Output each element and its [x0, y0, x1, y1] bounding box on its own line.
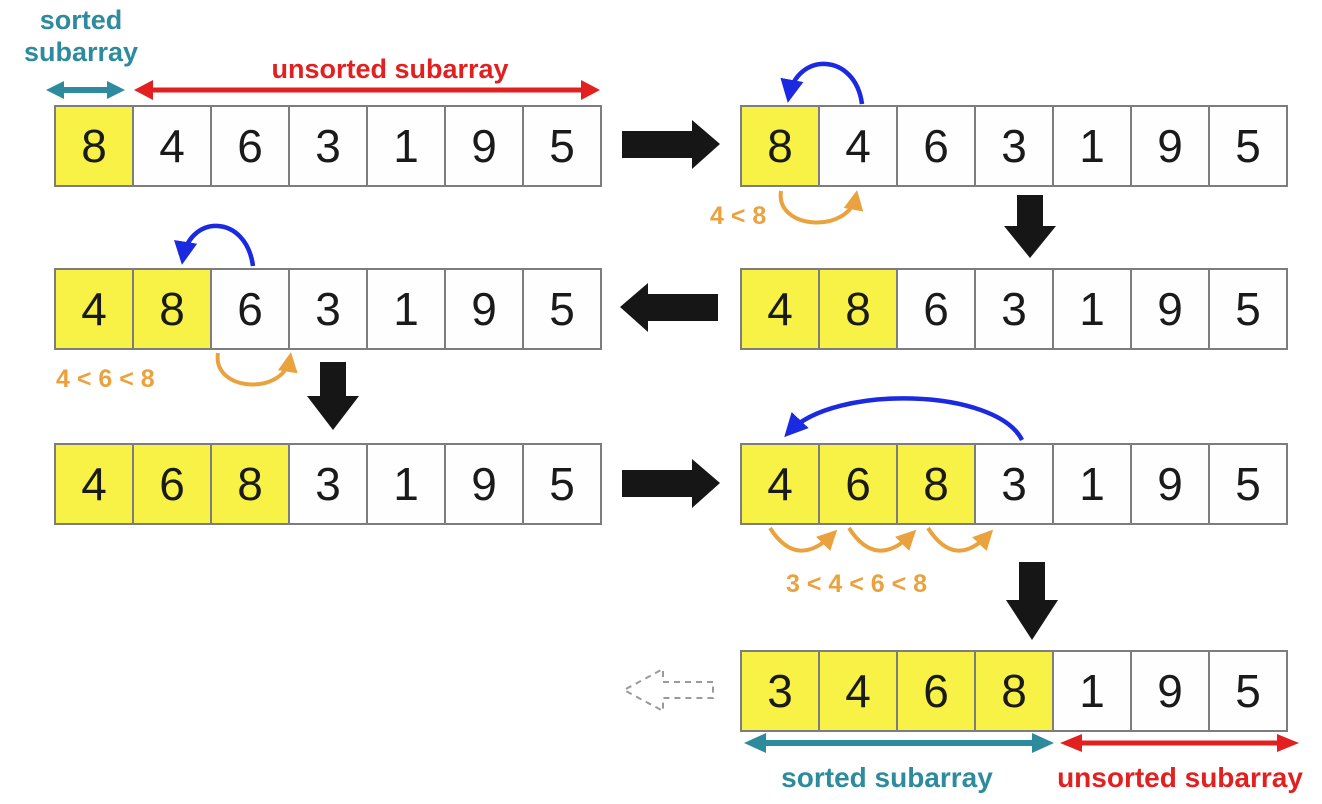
- array-cell: 4: [818, 105, 898, 187]
- array-cell: 8: [818, 268, 898, 350]
- top-sorted-label-line2: subarray: [23, 37, 139, 67]
- move-arc-step1: [780, 61, 865, 105]
- array-cell: 4: [818, 650, 898, 732]
- array-cell: 6: [896, 268, 976, 350]
- array-cell: 3: [288, 105, 368, 187]
- array-cell: 6: [132, 443, 212, 525]
- comparison-step3-label: 3 < 4 < 6 < 8: [786, 570, 928, 598]
- array-cell: 1: [366, 268, 446, 350]
- top-sorted-range-arrow: [46, 81, 125, 99]
- array-cell: 1: [1052, 443, 1132, 525]
- array-cell: 6: [896, 650, 976, 732]
- bottom-unsorted-subarray-label: unsorted subarray: [1057, 762, 1303, 793]
- top-sorted-subarray-label: sorted subarray: [6, 4, 156, 68]
- array-cell: 6: [210, 268, 290, 350]
- flow-arrow-down-step1: [1004, 195, 1056, 258]
- array-cell: 3: [974, 268, 1054, 350]
- array-cell: 9: [1130, 105, 1210, 187]
- comparison-step1-label: 4 < 8: [710, 202, 767, 230]
- array-cell: 8: [210, 443, 290, 525]
- array-cell: 5: [1208, 443, 1288, 525]
- array-cell: 8: [132, 268, 212, 350]
- array-cell: 5: [522, 105, 602, 187]
- array-cell: 1: [1052, 650, 1132, 732]
- array-cell: 4: [740, 443, 820, 525]
- bottom-sorted-subarray-label: sorted subarray: [781, 762, 993, 793]
- move-arc-step2: [174, 223, 256, 267]
- array-cell: 9: [1130, 650, 1210, 732]
- array-cell: 8: [54, 105, 134, 187]
- compare-arc-step3-3: [926, 526, 994, 553]
- array-cell: 9: [444, 105, 524, 187]
- array-cell: 3: [974, 443, 1054, 525]
- top-sorted-label-line1: sorted: [39, 5, 123, 35]
- array-cell: 1: [1052, 105, 1132, 187]
- compare-arc-step1: [778, 190, 864, 225]
- array-cell: 4: [132, 105, 212, 187]
- array-cell: 1: [1052, 268, 1132, 350]
- flow-arrow-right-step3: [622, 459, 720, 508]
- array-cell: 8: [974, 650, 1054, 732]
- array-cell: 6: [818, 443, 898, 525]
- bottom-sorted-range-arrow: [744, 733, 1054, 753]
- bottom-unsorted-range-arrow: [1060, 734, 1299, 752]
- array-cell: 5: [1208, 268, 1288, 350]
- comparison-step2-label: 4 < 6 < 8: [56, 365, 155, 393]
- array-cell: 8: [896, 443, 976, 525]
- move-arc-step3: [784, 396, 1025, 442]
- array-cell: 5: [522, 268, 602, 350]
- compare-arc-step3-1: [768, 526, 838, 553]
- flow-arrow-right-step1: [622, 120, 720, 169]
- compare-arc-step3-2: [847, 526, 917, 553]
- array-cell: 6: [896, 105, 976, 187]
- array-cell: 9: [444, 268, 524, 350]
- array-cell: 4: [54, 268, 134, 350]
- array-cell: 3: [288, 443, 368, 525]
- array-cell: 1: [366, 443, 446, 525]
- flow-arrow-down-step3: [1006, 562, 1058, 640]
- array-cell: 1: [366, 105, 446, 187]
- flow-arrow-down-step2: [307, 362, 359, 430]
- array-cell: 5: [522, 443, 602, 525]
- array-cell: 4: [740, 268, 820, 350]
- array-cell: 5: [1208, 105, 1288, 187]
- array-cell: 3: [740, 650, 820, 732]
- array-cell: 3: [974, 105, 1054, 187]
- top-unsorted-subarray-label: unsorted subarray: [271, 54, 509, 84]
- array-cell: 8: [740, 105, 820, 187]
- array-cell: 3: [288, 268, 368, 350]
- array-cell: 5: [1208, 650, 1288, 732]
- compare-arc-step2: [215, 352, 298, 387]
- array-cell: 4: [54, 443, 134, 525]
- array-cell: 9: [1130, 443, 1210, 525]
- ghost-arrow-left-icon: [621, 667, 714, 713]
- array-cell: 9: [444, 443, 524, 525]
- array-cell: 9: [1130, 268, 1210, 350]
- array-cell: 6: [210, 105, 290, 187]
- flow-arrow-left-step2: [620, 283, 718, 332]
